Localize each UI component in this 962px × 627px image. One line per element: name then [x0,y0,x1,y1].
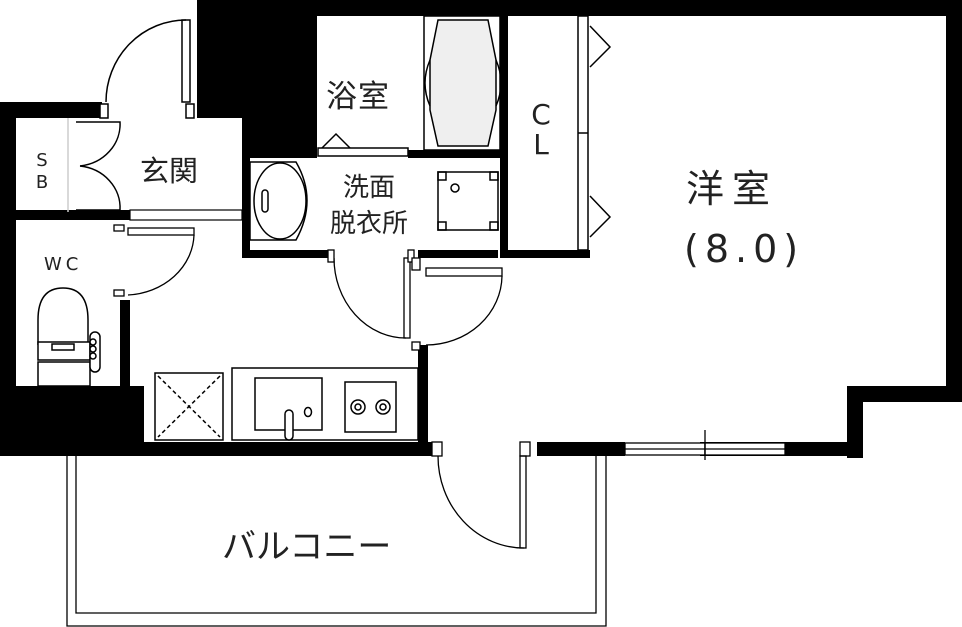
balcony-label: バルコニー [222,527,392,567]
bathtub [423,15,502,151]
toilet-label: WC [44,254,83,275]
washroom-fixtures [249,161,499,241]
toilet-fixture [37,287,101,387]
closet-doors [577,15,612,251]
balcony-door [431,441,531,549]
shoe-box-doors [67,118,121,212]
western-room-door [411,257,503,351]
kitchen [154,367,419,441]
balcony-railing [66,456,607,627]
window [624,430,786,460]
western-room-area: (8.0) [684,227,805,271]
washroom-door [327,249,415,339]
bath-door-step [317,132,409,157]
washroom-label: 洗面脱衣所 [330,173,409,239]
walls [0,0,962,458]
entrance-door [99,19,195,119]
bathroom-label: 浴室 [326,79,390,115]
entrance-label: 玄関 [140,154,199,188]
toilet-door [113,224,195,297]
western-room-label: 洋室 [686,167,779,211]
